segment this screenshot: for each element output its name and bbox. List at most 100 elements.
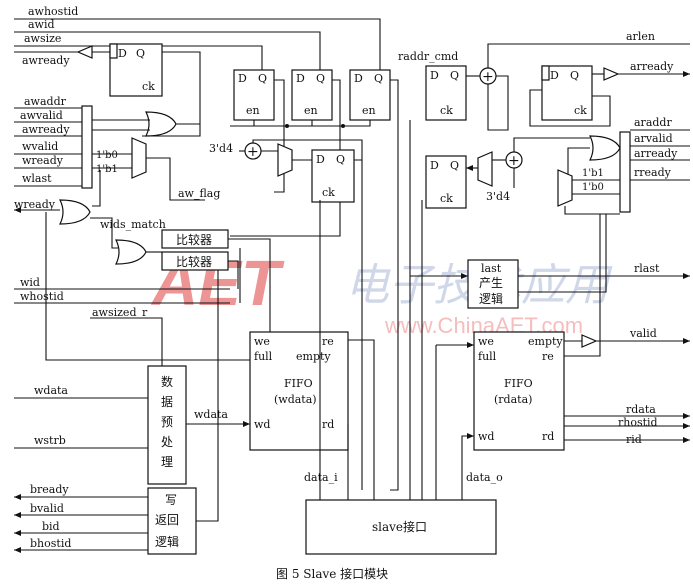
svg-text:预: 预 bbox=[161, 415, 173, 429]
sig-awready-out: awready bbox=[22, 54, 70, 67]
svg-text:rd: rd bbox=[542, 430, 554, 443]
svg-text:比较器: 比较器 bbox=[176, 254, 212, 269]
fifo-wdata: we full re empty FIFO (wdata) wd rd bbox=[249, 331, 349, 451]
buffer-awready bbox=[76, 45, 93, 59]
svg-text:en: en bbox=[246, 104, 260, 117]
svg-text:Q: Q bbox=[336, 153, 345, 166]
svg-text:D: D bbox=[316, 153, 325, 166]
sig-awsize: awsize bbox=[24, 32, 61, 45]
svg-text:+: + bbox=[247, 144, 259, 160]
label-wids-match: wids_match bbox=[100, 218, 166, 231]
and-gate-wids bbox=[115, 239, 147, 265]
sig-arready: arready bbox=[634, 147, 678, 160]
sig-bid: bid bbox=[42, 520, 60, 533]
or-gate-ar bbox=[589, 135, 621, 161]
label-wdata-bus: wdata bbox=[194, 408, 228, 421]
sig-araddr: araddr bbox=[634, 116, 672, 129]
svg-text:逻辑: 逻辑 bbox=[155, 535, 179, 549]
svg-text:返回: 返回 bbox=[155, 513, 179, 527]
label-data-i: data_i bbox=[304, 471, 338, 484]
svg-text:产生: 产生 bbox=[479, 276, 503, 290]
svg-text:wd: wd bbox=[254, 418, 270, 431]
data-preprocess-block bbox=[147, 365, 187, 485]
svg-text:1'b0: 1'b0 bbox=[96, 150, 118, 161]
sig-wready-out: wready bbox=[14, 198, 56, 211]
svg-text:据: 据 bbox=[161, 395, 173, 409]
svg-text:Q: Q bbox=[258, 72, 267, 85]
left-wires bbox=[14, 18, 381, 553]
sig-wvalid: wvalid bbox=[22, 140, 58, 153]
mux-aw bbox=[131, 137, 147, 179]
sig-wlast: wlast bbox=[22, 172, 52, 185]
svg-text:slave接口: slave接口 bbox=[372, 519, 427, 534]
svg-text:en: en bbox=[304, 104, 318, 117]
dff-en-3: D Q en bbox=[349, 69, 391, 121]
slave-interface-block bbox=[305, 499, 497, 555]
sig-wready: wready bbox=[22, 154, 64, 167]
label-data-o: data_o bbox=[466, 471, 503, 484]
dff-raddr: D Q ck bbox=[425, 65, 467, 121]
mux-ar bbox=[557, 169, 573, 207]
dff-ck-w: D Q ck bbox=[311, 149, 355, 203]
svg-text:ck: ck bbox=[574, 104, 587, 117]
sig-rlast: rlast bbox=[634, 262, 660, 275]
sig-whostid: whostid bbox=[20, 290, 64, 303]
svg-text:1'b1: 1'b1 bbox=[582, 168, 604, 179]
sig-rhostid: rhostid bbox=[618, 416, 658, 429]
mux-r bbox=[477, 151, 493, 187]
svg-text:Q: Q bbox=[316, 72, 325, 85]
svg-text:full: full bbox=[254, 350, 273, 363]
figure-caption: 图 5 Slave 接口模块 bbox=[276, 566, 388, 581]
svg-text:re: re bbox=[322, 335, 334, 348]
sig-arlen: arlen bbox=[626, 30, 655, 43]
svg-text:full: full bbox=[478, 350, 497, 363]
svg-text:(wdata): (wdata) bbox=[274, 393, 317, 406]
const-3d4-r: 3'd4 bbox=[486, 190, 510, 203]
svg-text:D: D bbox=[118, 47, 127, 60]
or-gate-aw bbox=[145, 111, 177, 137]
svg-text:FIFO: FIFO bbox=[504, 377, 533, 390]
mux-w bbox=[277, 143, 293, 177]
sig-awready: awready bbox=[22, 123, 70, 136]
dff-ck-r: D Q ck bbox=[425, 155, 467, 209]
svg-text:en: en bbox=[362, 104, 376, 117]
sig-bvalid: bvalid bbox=[30, 502, 64, 515]
svg-text:处: 处 bbox=[161, 435, 173, 449]
svg-text:Q: Q bbox=[450, 159, 459, 172]
svg-text:last: last bbox=[481, 262, 502, 275]
sig-wstrb: wstrb bbox=[34, 434, 66, 447]
sig-bhostid: bhostid bbox=[30, 537, 71, 550]
label-awsized-r: awsized_r bbox=[92, 306, 148, 319]
sig-wdata: wdata bbox=[34, 384, 68, 397]
sig-rready: rready bbox=[634, 166, 672, 179]
svg-text:Q: Q bbox=[136, 47, 145, 60]
svg-text:ck: ck bbox=[440, 104, 453, 117]
left-signal-labels: awhostid awid awsize awready awaddr awva… bbox=[14, 5, 78, 550]
sig-awid: awid bbox=[28, 18, 55, 31]
input-bundle-bar bbox=[81, 105, 93, 189]
svg-text:逻辑: 逻辑 bbox=[479, 292, 503, 306]
svg-text:empty: empty bbox=[528, 335, 563, 348]
svg-text:ck: ck bbox=[142, 80, 155, 93]
svg-text:rd: rd bbox=[322, 418, 334, 431]
buffer-arready bbox=[603, 67, 620, 81]
svg-text:(rdata): (rdata) bbox=[494, 393, 532, 406]
sig-arvalid: arvalid bbox=[634, 132, 673, 145]
last-gen-block bbox=[467, 259, 519, 309]
svg-text:D: D bbox=[238, 72, 247, 85]
dff-en-2: D Q en bbox=[291, 69, 333, 121]
svg-text:Q: Q bbox=[374, 72, 383, 85]
svg-text:re: re bbox=[542, 350, 554, 363]
svg-text:D: D bbox=[296, 72, 305, 85]
const-3d4-w: 3'd4 bbox=[209, 142, 233, 155]
sig-awvalid: awvalid bbox=[20, 109, 63, 122]
dff-en-1: D Q en bbox=[233, 69, 275, 121]
svg-text:比较器: 比较器 bbox=[176, 232, 212, 247]
svg-text:Q: Q bbox=[450, 69, 459, 82]
svg-text:+: + bbox=[508, 153, 520, 169]
svg-text:数: 数 bbox=[161, 374, 173, 389]
sig-awhostid: awhostid bbox=[28, 5, 78, 18]
svg-text:D: D bbox=[430, 69, 439, 82]
svg-text:wd: wd bbox=[478, 430, 494, 443]
